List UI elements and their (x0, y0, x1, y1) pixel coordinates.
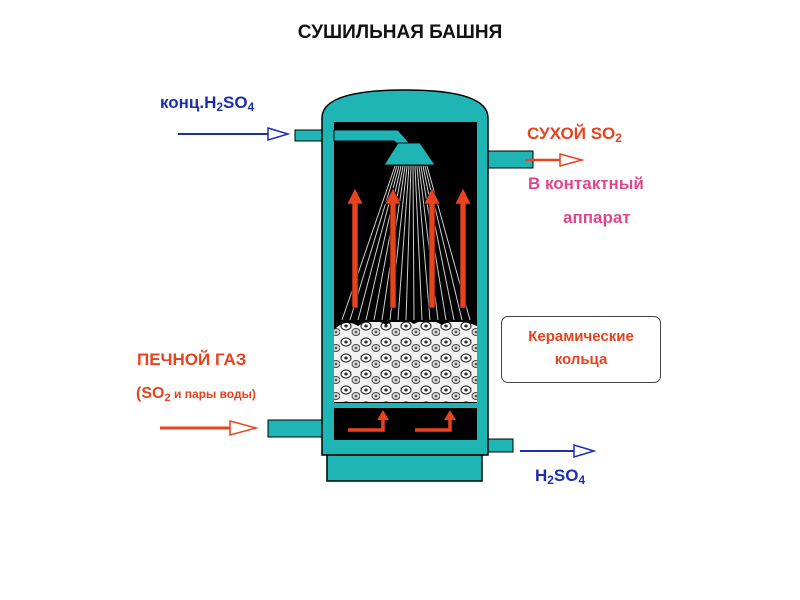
gas-distribution-arrows (348, 418, 452, 432)
dry-gas-arrow (525, 153, 585, 167)
furnace-gas-arrow (160, 420, 259, 436)
furnace-gas-composition: (SO2 и пары воды) (136, 385, 256, 404)
destination-line-1: В контактный (528, 174, 644, 193)
spray-nozzle (383, 142, 436, 166)
conc-acid-label: конц.H2SO4 (160, 93, 255, 114)
ceramic-rings-callout: Керамические кольца (501, 316, 661, 383)
tower-base (326, 454, 483, 482)
acid-outlet-arrow (520, 443, 597, 459)
diagram-title: СУШИЛЬНАЯ БАШНЯ (297, 22, 503, 43)
support-grid (334, 403, 477, 408)
destination-line-2: аппарат (563, 208, 631, 227)
callout-label: Керамические кольца (528, 328, 634, 368)
acid-inlet-arrow (178, 126, 291, 142)
furnace-gas-label: ПЕЧНОЙ ГАЗ (137, 350, 247, 369)
acid-output-label: H2SO4 (535, 466, 586, 487)
gas-inlet-pipe (267, 419, 329, 438)
rising-gas-arrows (346, 187, 472, 309)
acid-spray (341, 165, 471, 321)
dry-so2-label: СУХОЙ SO2 (527, 124, 622, 145)
ceramic-rings-packing (334, 322, 477, 402)
